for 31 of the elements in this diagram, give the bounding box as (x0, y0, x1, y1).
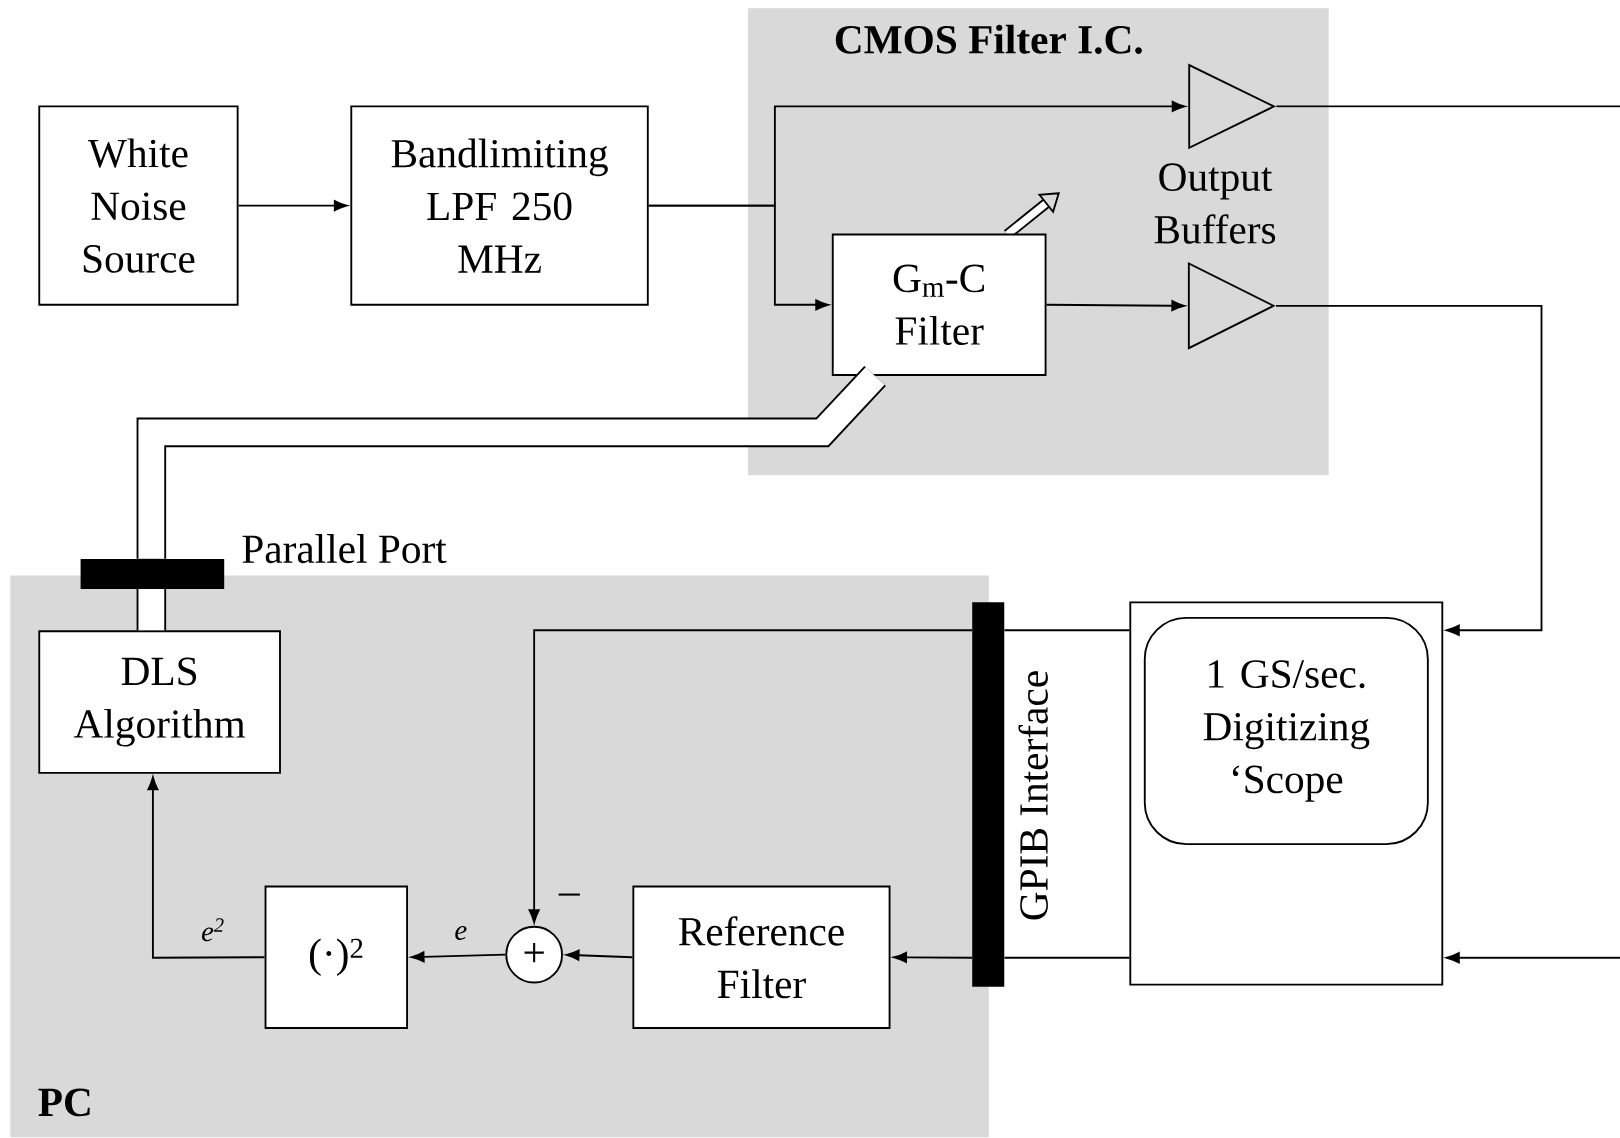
summing-junction: + (505, 926, 563, 984)
port-label: Parallel Port (242, 534, 447, 564)
line (1275, 105, 1620, 108)
line (1003, 957, 1131, 959)
process-box: DLS Algorithm (38, 630, 281, 774)
edge-label: e (455, 926, 467, 941)
arrow (565, 949, 634, 961)
interface-label: GPIB Interface (1018, 671, 1048, 920)
line (1003, 629, 1131, 632)
display-box: 1 GS/sec. Digitizing ‘Scope (1143, 617, 1429, 846)
arrow (893, 952, 973, 964)
arrow (647, 101, 1186, 207)
arrow (1045, 300, 1185, 312)
port-bar (80, 559, 225, 590)
process-box: (·)$^{2}$ (264, 885, 408, 1030)
buffer-label: Output Buffers (1154, 163, 1276, 244)
arrow (528, 629, 973, 924)
filter-box: G$_{m}$-C Filter (831, 233, 1047, 377)
process-box: White Noise Source (38, 105, 239, 306)
process-box: Bandlimiting LPF 250 MHz (350, 105, 649, 306)
arrow (1275, 305, 1543, 636)
bus-line (136, 589, 167, 631)
arrow (410, 951, 507, 963)
process-box: Reference Filter (632, 885, 891, 1030)
arrow (237, 200, 348, 212)
edge-label: e$^{2}$ (202, 918, 224, 942)
sign-label: – (558, 893, 580, 896)
arrow (1446, 952, 1620, 964)
arrow (147, 776, 266, 959)
interface-bar (972, 602, 1005, 987)
bus-line (136, 366, 886, 559)
